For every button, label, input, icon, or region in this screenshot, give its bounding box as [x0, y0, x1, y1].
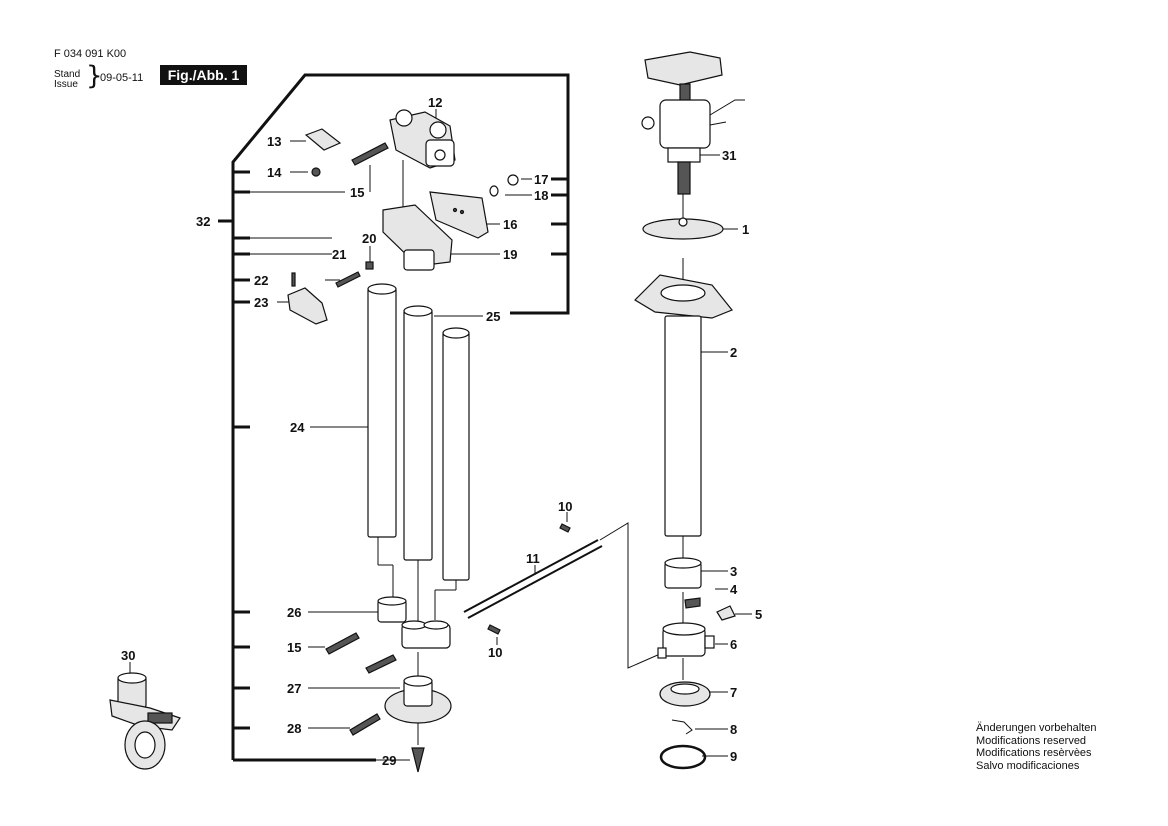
- part-2-column: [634, 274, 733, 537]
- callout-1: 1: [742, 222, 749, 237]
- part-18-washer: [489, 185, 499, 197]
- callout-6: 6: [730, 637, 737, 652]
- figure-badge: Fig./Abb. 1: [160, 65, 247, 85]
- callout-13: 13: [267, 134, 281, 149]
- callout-18: 18: [534, 188, 548, 203]
- callout-21: 21: [332, 247, 346, 262]
- part-27-base-foot: [384, 675, 452, 724]
- callout-22: 22: [254, 273, 268, 288]
- callout-17: 17: [534, 172, 548, 187]
- callout-19: 19: [503, 247, 517, 262]
- part-20-pin: [365, 261, 374, 270]
- brace-icon: }: [86, 61, 103, 91]
- leader-lines: [129, 109, 752, 761]
- part-28-screw: [349, 713, 381, 736]
- modification-notes: Änderungen vorbehalten Modifications res…: [976, 722, 1096, 772]
- part-21-bolt: [335, 271, 361, 288]
- part-9-ring: [659, 744, 707, 770]
- part-14-screw: [311, 167, 321, 177]
- part-8-spring: [671, 719, 693, 735]
- part-22-pin: [291, 272, 296, 287]
- part-12-upper-clamp: [389, 109, 456, 169]
- callout-5: 5: [755, 607, 762, 622]
- stand-label: Stand: [54, 69, 81, 80]
- part-7-bearing: [659, 681, 711, 707]
- callout-16: 16: [503, 217, 517, 232]
- part-29-tip: [411, 747, 425, 773]
- callout-20: 20: [362, 231, 376, 246]
- part-17-nut: [507, 174, 519, 186]
- callout-3: 3: [730, 564, 737, 579]
- callout-32: 32: [196, 214, 210, 229]
- callout-15-bottom: 15: [287, 640, 301, 655]
- part-10-pin-top: [559, 523, 571, 533]
- document-number: F 034 091 K00: [54, 48, 127, 60]
- part-26b-double-sleeve: [401, 620, 451, 649]
- part-31-head: [641, 51, 745, 195]
- callout-31: 31: [722, 148, 736, 163]
- part-11-rods: [463, 539, 603, 619]
- callout-29: 29: [382, 753, 396, 768]
- assembly-bracket: [218, 73, 570, 762]
- callout-27: 27: [287, 681, 301, 696]
- part-26-sleeve: [377, 596, 407, 623]
- callout-8: 8: [730, 722, 737, 737]
- part-23-lever: [287, 287, 328, 325]
- callout-14: 14: [267, 165, 282, 180]
- note-de: Änderungen vorbehalten: [976, 722, 1097, 734]
- issue-date: 09-05-11: [100, 72, 144, 84]
- part-6-collar: [657, 622, 715, 659]
- callout-28: 28: [287, 721, 301, 736]
- part-25b-tube: [442, 327, 470, 581]
- part-24-tube: [367, 283, 397, 538]
- callout-25: 25: [486, 309, 500, 324]
- part-screw-lower-2: [365, 654, 397, 674]
- part-13-plate: [304, 128, 342, 151]
- part-5-knob: [716, 605, 736, 621]
- part-3-sleeve: [664, 557, 702, 589]
- part-25-tube: [403, 305, 433, 561]
- part-30-caster: [109, 672, 181, 770]
- part-15-screw-top: [351, 142, 389, 166]
- callout-26: 26: [287, 605, 301, 620]
- part-16-bracket: [429, 191, 489, 239]
- callout-11: 11: [526, 551, 540, 566]
- callout-30: 30: [121, 648, 135, 663]
- part-1-disc: [642, 217, 724, 240]
- part-10-pin-bottom: [487, 624, 501, 635]
- callout-4: 4: [730, 582, 738, 597]
- part-15-screw-lower: [325, 632, 360, 655]
- callout-9: 9: [730, 749, 737, 764]
- callout-labels: 1 2 3 4 5 6 7 8 9 10 10 11 12 13 14 15 1…: [121, 95, 762, 768]
- part-4-clip: [684, 597, 701, 609]
- note-en: Modifications reserved: [976, 734, 1087, 747]
- note-es: Salvo modificaciones: [976, 759, 1080, 772]
- callout-10-top: 10: [558, 499, 572, 514]
- callout-10-bottom: 10: [488, 645, 502, 660]
- callout-7: 7: [730, 685, 737, 700]
- callout-23: 23: [254, 295, 268, 310]
- note-fr: Modifications resèrvèes: [976, 747, 1092, 759]
- callout-15-top: 15: [350, 185, 364, 200]
- issue-label: Issue: [54, 79, 78, 90]
- callout-2: 2: [730, 345, 737, 360]
- part-19-mount-block: [382, 204, 453, 271]
- callout-12: 12: [428, 95, 442, 110]
- callout-24: 24: [290, 420, 305, 435]
